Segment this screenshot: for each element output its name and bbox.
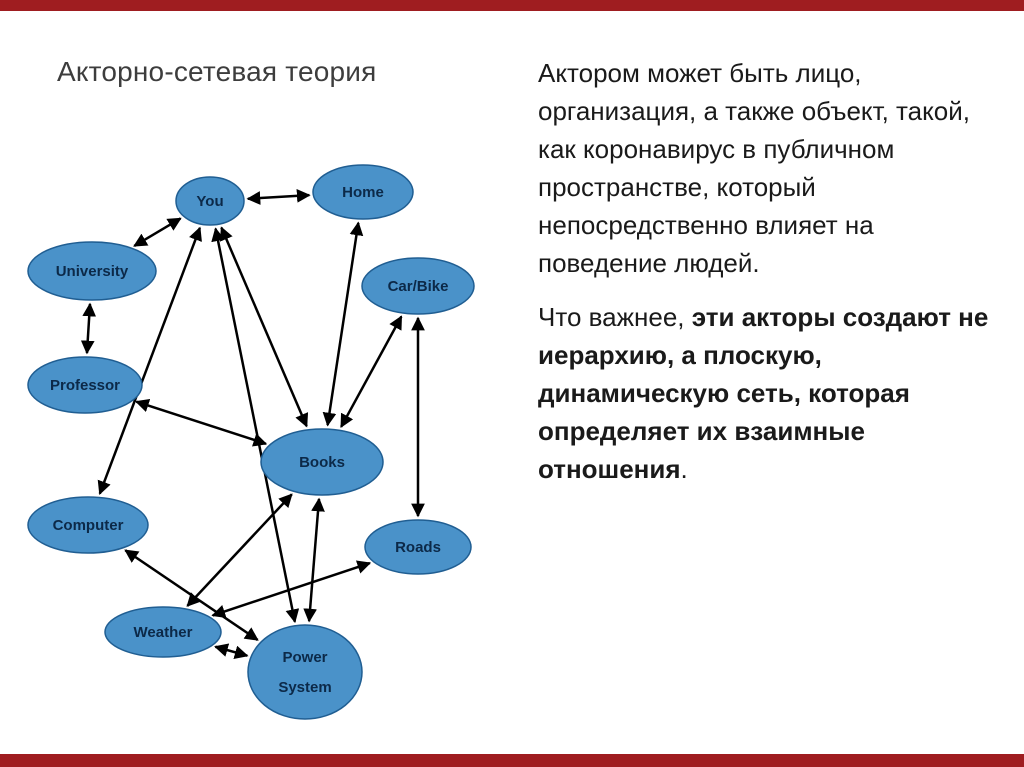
paragraph-2-bold-segment: эти акторы создают не иерархию, а плоску… <box>538 302 989 484</box>
edge-carbike-books <box>340 315 403 429</box>
node-you: You <box>175 176 245 226</box>
edge-books-weather <box>186 493 293 607</box>
node-label-university: University <box>56 263 129 280</box>
node-label-home: Home <box>342 184 384 201</box>
edge-weather-power <box>214 643 249 659</box>
edge-computer-power <box>124 549 259 641</box>
node-label-you: You <box>196 193 223 210</box>
node-professor: Professor <box>27 356 143 414</box>
node-ellipse-carbike <box>361 257 475 315</box>
bottom-accent-bar <box>0 754 1024 767</box>
edge-you-home <box>246 189 311 205</box>
node-weather: Weather <box>104 606 222 658</box>
edge-university-professor <box>80 302 97 355</box>
node-ellipse-power <box>247 624 363 720</box>
edge-you-university <box>133 217 182 247</box>
actor-network-diagram: You HomeUniversityCar/BikeProfessorBooksC… <box>27 164 475 720</box>
node-carbike: Car/Bike <box>361 257 475 315</box>
body-text-column: Актором может быть лицо, организация, а … <box>538 54 1006 504</box>
node-home: Home <box>312 164 414 220</box>
slide-title: Акторно-сетевая теория <box>57 56 377 87</box>
node-ellipse-weather <box>104 606 222 658</box>
node-label-carbike: Car/Bike <box>388 278 449 295</box>
node-ellipse-university <box>27 241 157 301</box>
node-ellipse-home <box>312 164 414 220</box>
paragraph-2-segment: Что важнее, <box>538 302 692 332</box>
node-ellipse-you <box>175 176 245 226</box>
paragraph-2-segment: . <box>680 454 688 484</box>
node-ellipse-books <box>260 428 384 496</box>
node-roads: Roads <box>364 519 472 575</box>
node-ellipse-professor <box>27 356 143 414</box>
node-label-computer: Computer <box>53 517 124 534</box>
edge-you-computer <box>97 226 202 495</box>
edge-home-books <box>322 221 364 427</box>
top-accent-bar <box>0 0 1024 11</box>
paragraph-1: Актором может быть лицо, организация, а … <box>538 58 970 278</box>
edge-professor-books <box>135 398 268 447</box>
node-books: Books <box>260 428 384 496</box>
node-ellipse-computer <box>27 496 149 554</box>
edge-books-power <box>303 497 325 623</box>
node-label-weather: Weather <box>134 624 193 641</box>
node-university: University <box>27 241 157 301</box>
paragraph-2: Что важнее, эти акторы создают не иерарх… <box>538 298 1006 488</box>
node-ellipse-roads <box>364 519 472 575</box>
node-label-books: Books <box>299 454 345 471</box>
node-label-roads: Roads <box>395 539 441 556</box>
node-computer: Computer <box>27 496 149 554</box>
edge-weather-roads <box>211 560 372 619</box>
node-label-professor: Professor <box>50 377 120 394</box>
